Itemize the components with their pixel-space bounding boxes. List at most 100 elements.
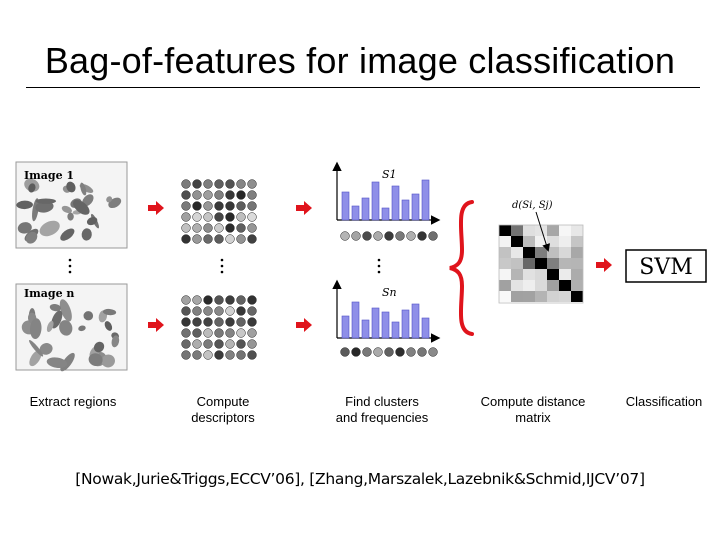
- descriptor-dot: [181, 179, 191, 189]
- region-blob: [17, 222, 32, 234]
- cluster-center-dot: [351, 347, 361, 357]
- region-blob: [30, 318, 42, 340]
- descriptor-dot: [236, 295, 246, 305]
- cluster-centers: [340, 347, 438, 357]
- matrix-cell: [559, 258, 571, 269]
- region-blob: [86, 217, 98, 226]
- cluster-center-dot: [384, 231, 394, 241]
- histogram-bar: [341, 191, 350, 221]
- histogram-bar: [341, 315, 350, 339]
- image-label-first: Image 1: [24, 169, 74, 182]
- descriptor-dot: [181, 201, 191, 211]
- descriptor-dot: [236, 201, 246, 211]
- step-text: Compute distance: [480, 394, 586, 409]
- matrix-cell: [571, 225, 583, 236]
- descriptor-dot: [214, 339, 224, 349]
- image-label-last: Image n: [24, 287, 74, 300]
- descriptor-dot: [236, 179, 246, 189]
- descriptor-dot: [247, 223, 257, 233]
- step-text: descriptors: [191, 410, 255, 425]
- region-blob: [60, 228, 75, 241]
- red-arrow: [596, 258, 612, 272]
- step-label-cluster: Find clusters and frequencies: [322, 394, 442, 426]
- svm-box: SVM: [625, 249, 707, 283]
- matrix-cell: [535, 236, 547, 247]
- histogram-bar: [361, 197, 370, 221]
- image-panel-first: Image 1: [15, 161, 128, 249]
- region-blob: [78, 325, 86, 332]
- step-text: Classification: [625, 394, 703, 409]
- histogram-bar: [351, 301, 360, 339]
- matrix-cell: [511, 291, 523, 302]
- matrix-cell: [571, 247, 583, 258]
- ellipsis-descriptors: [220, 258, 224, 274]
- descriptor-dot: [236, 223, 246, 233]
- descriptor-dot: [181, 223, 191, 233]
- descriptor-dot: [214, 350, 224, 360]
- region-blobs: [16, 178, 122, 244]
- descriptor-dot: [214, 212, 224, 222]
- matrix-cell: [535, 258, 547, 269]
- descriptor-dot: [247, 339, 257, 349]
- cluster-center-dot: [340, 231, 350, 241]
- descriptor-dot: [225, 295, 235, 305]
- descriptor-dot: [181, 306, 191, 316]
- descriptor-dot: [192, 234, 202, 244]
- matrix-cell: [499, 247, 511, 258]
- histogram-bar: [411, 193, 420, 221]
- descriptor-dot: [247, 295, 257, 305]
- matrix-cell: [523, 269, 535, 280]
- descriptor-dot: [247, 212, 257, 222]
- matrix-cell: [523, 225, 535, 236]
- histogram-bar: [391, 321, 400, 339]
- region-blob: [88, 353, 103, 366]
- matrix-cell: [547, 258, 559, 269]
- descriptor-dot: [192, 328, 202, 338]
- grouping-brace: [449, 200, 474, 336]
- matrix-cell: [523, 280, 535, 291]
- descriptor-dot: [236, 339, 246, 349]
- descriptor-dot: [225, 328, 235, 338]
- step-text: and frequencies: [335, 410, 429, 425]
- descriptor-dot: [181, 190, 191, 200]
- region-blob: [59, 320, 73, 336]
- descriptor-dot: [236, 317, 246, 327]
- bag-of-features-diagram: Image 1 Image n S1 Sn d(Si, Sj): [15, 161, 707, 372]
- matrix-cell: [559, 225, 571, 236]
- slide-title: Bag-of-features for image classification: [44, 40, 676, 81]
- matrix-cell: [511, 269, 523, 280]
- descriptor-dot: [203, 190, 213, 200]
- descriptor-dot: [236, 328, 246, 338]
- descriptor-dot: [214, 234, 224, 244]
- step-text: Find clusters: [345, 394, 419, 409]
- matrix-cell: [559, 291, 571, 302]
- matrix-cell: [559, 247, 571, 258]
- cluster-center-dot: [351, 231, 361, 241]
- descriptor-dot: [236, 212, 246, 222]
- descriptor-dot: [192, 201, 202, 211]
- image-panel-last: Image n: [15, 283, 128, 372]
- red-arrow: [148, 318, 164, 332]
- histogram-bar: [381, 311, 390, 339]
- descriptor-dot: [214, 201, 224, 211]
- matrix-cell: [511, 258, 523, 269]
- matrix-cell: [511, 225, 523, 236]
- descriptor-dot: [203, 350, 213, 360]
- descriptor-dot: [192, 212, 202, 222]
- matrix-cell: [523, 291, 535, 302]
- descriptor-dot: [225, 339, 235, 349]
- red-arrow: [148, 201, 164, 215]
- descriptor-dot: [247, 190, 257, 200]
- step-label-compute: Compute descriptors: [168, 394, 278, 426]
- descriptor-dot: [225, 234, 235, 244]
- cluster-center-dot: [362, 231, 372, 241]
- descriptor-dot: [214, 317, 224, 327]
- matrix-cell: [559, 280, 571, 291]
- descriptor-dot: [247, 306, 257, 316]
- descriptor-dot: [225, 212, 235, 222]
- cluster-center-dot: [373, 347, 383, 357]
- matrix-cell: [571, 258, 583, 269]
- cluster-center-dot: [417, 347, 427, 357]
- descriptor-dot: [225, 179, 235, 189]
- descriptor-dot: [181, 212, 191, 222]
